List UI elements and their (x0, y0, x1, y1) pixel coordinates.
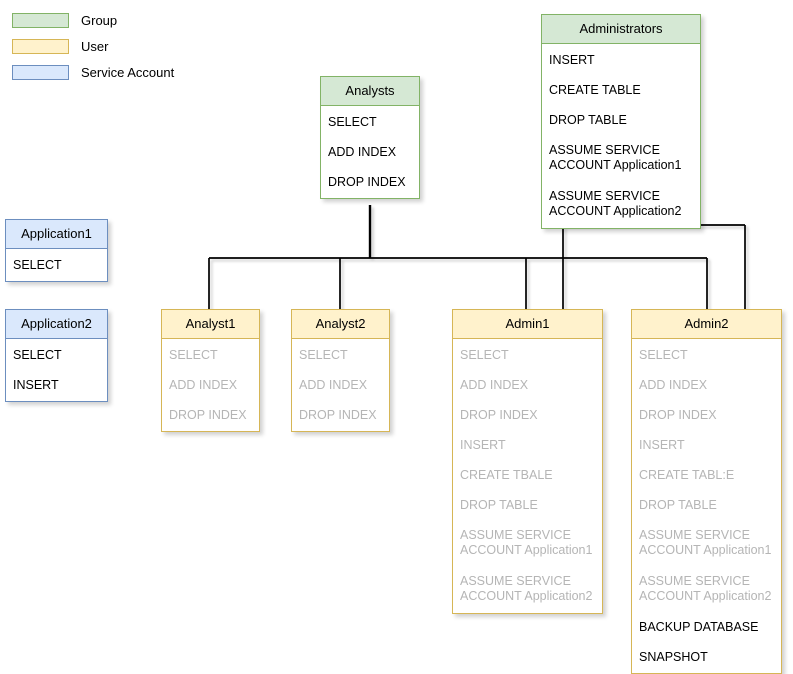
node-analysts[interactable]: Analysts SELECT ADD INDEX DROP INDEX (320, 76, 420, 199)
permission-item: INSERT (460, 438, 506, 452)
legend-swatch-user (12, 38, 69, 54)
permission-item: DROP INDEX (328, 175, 406, 189)
node-admin2[interactable]: Admin2 SELECT ADD INDEX DROP INDEX INSER… (631, 309, 782, 674)
node-administrators[interactable]: Administrators INSERT CREATE TABLE DROP … (541, 14, 701, 229)
node-analyst2[interactable]: Analyst2 SELECT ADD INDEX DROP INDEX (291, 309, 390, 432)
permission-item: DROP INDEX (639, 408, 717, 422)
permission-item: ADD INDEX (460, 378, 529, 392)
node-admin2-title: Admin2 (632, 310, 781, 339)
node-analysts-title: Analysts (321, 77, 419, 106)
permission-item: DROP INDEX (299, 408, 377, 422)
node-analyst1-permissions: SELECT ADD INDEX DROP INDEX (162, 339, 259, 431)
permission-item: INSERT (549, 53, 595, 67)
permission-item: ASSUME SERVICE ACCOUNT Application1 (460, 528, 593, 557)
node-application2-permissions: SELECT INSERT (6, 339, 107, 401)
permission-item: DROP INDEX (460, 408, 538, 422)
permission-item: SNAPSHOT (639, 650, 708, 664)
node-analyst2-title: Analyst2 (292, 310, 389, 339)
permission-item: CREATE TABLE (549, 83, 641, 97)
permission-item: ASSUME SERVICE ACCOUNT Application1 (549, 143, 682, 172)
node-analysts-permissions: SELECT ADD INDEX DROP INDEX (321, 106, 419, 198)
legend-item-user: User (12, 34, 242, 58)
legend-label-user: User (81, 38, 109, 54)
node-admin2-permissions: SELECT ADD INDEX DROP INDEX INSERT CREAT… (632, 339, 781, 673)
node-admin1[interactable]: Admin1 SELECT ADD INDEX DROP INDEX INSER… (452, 309, 603, 614)
permission-item: CREATE TBALE (460, 468, 553, 482)
node-admin1-title: Admin1 (453, 310, 602, 339)
legend-swatch-service-account (12, 64, 69, 80)
node-admin1-permissions: SELECT ADD INDEX DROP INDEX INSERT CREAT… (453, 339, 602, 613)
permission-item: DROP TABLE (639, 498, 717, 512)
node-application1[interactable]: Application1 SELECT (5, 219, 108, 282)
node-application1-title: Application1 (6, 220, 107, 249)
permission-item: SELECT (460, 348, 509, 362)
permission-item: ADD INDEX (328, 145, 397, 159)
permission-item: ASSUME SERVICE ACCOUNT Application2 (460, 574, 593, 603)
legend: Group User Service Account (12, 8, 242, 86)
permission-item: ADD INDEX (169, 378, 238, 392)
permission-item: INSERT (639, 438, 685, 452)
permission-item: ASSUME SERVICE ACCOUNT Application1 (639, 528, 772, 557)
node-analyst1-title: Analyst1 (162, 310, 259, 339)
node-analyst1[interactable]: Analyst1 SELECT ADD INDEX DROP INDEX (161, 309, 260, 432)
legend-item-group: Group (12, 8, 242, 32)
permission-item: DROP INDEX (169, 408, 247, 422)
legend-swatch-group (12, 12, 69, 28)
permission-item: SELECT (169, 348, 218, 362)
node-application2[interactable]: Application2 SELECT INSERT (5, 309, 108, 402)
permission-item: SELECT (299, 348, 348, 362)
permission-item: ASSUME SERVICE ACCOUNT Application2 (639, 574, 772, 603)
permission-item: INSERT (13, 378, 59, 392)
legend-item-service-account: Service Account (12, 60, 242, 84)
permission-item: SELECT (13, 258, 62, 272)
node-administrators-permissions: INSERT CREATE TABLE DROP TABLE ASSUME SE… (542, 44, 700, 228)
node-application2-title: Application2 (6, 310, 107, 339)
permission-item: ADD INDEX (299, 378, 368, 392)
permission-item: ADD INDEX (639, 378, 708, 392)
permission-item: ASSUME SERVICE ACCOUNT Application2 (549, 189, 682, 218)
permission-item: CREATE TABL:E (639, 468, 735, 482)
node-administrators-title: Administrators (542, 15, 700, 44)
permission-item: BACKUP DATABASE (639, 620, 759, 634)
permission-item: SELECT (328, 115, 377, 129)
legend-label-service-account: Service Account (81, 64, 175, 80)
node-analyst2-permissions: SELECT ADD INDEX DROP INDEX (292, 339, 389, 431)
permission-item: SELECT (13, 348, 62, 362)
legend-label-group: Group (81, 12, 118, 28)
permission-item: DROP TABLE (549, 113, 627, 127)
permission-item: SELECT (639, 348, 688, 362)
permission-item: DROP TABLE (460, 498, 538, 512)
node-application1-permissions: SELECT (6, 249, 107, 281)
